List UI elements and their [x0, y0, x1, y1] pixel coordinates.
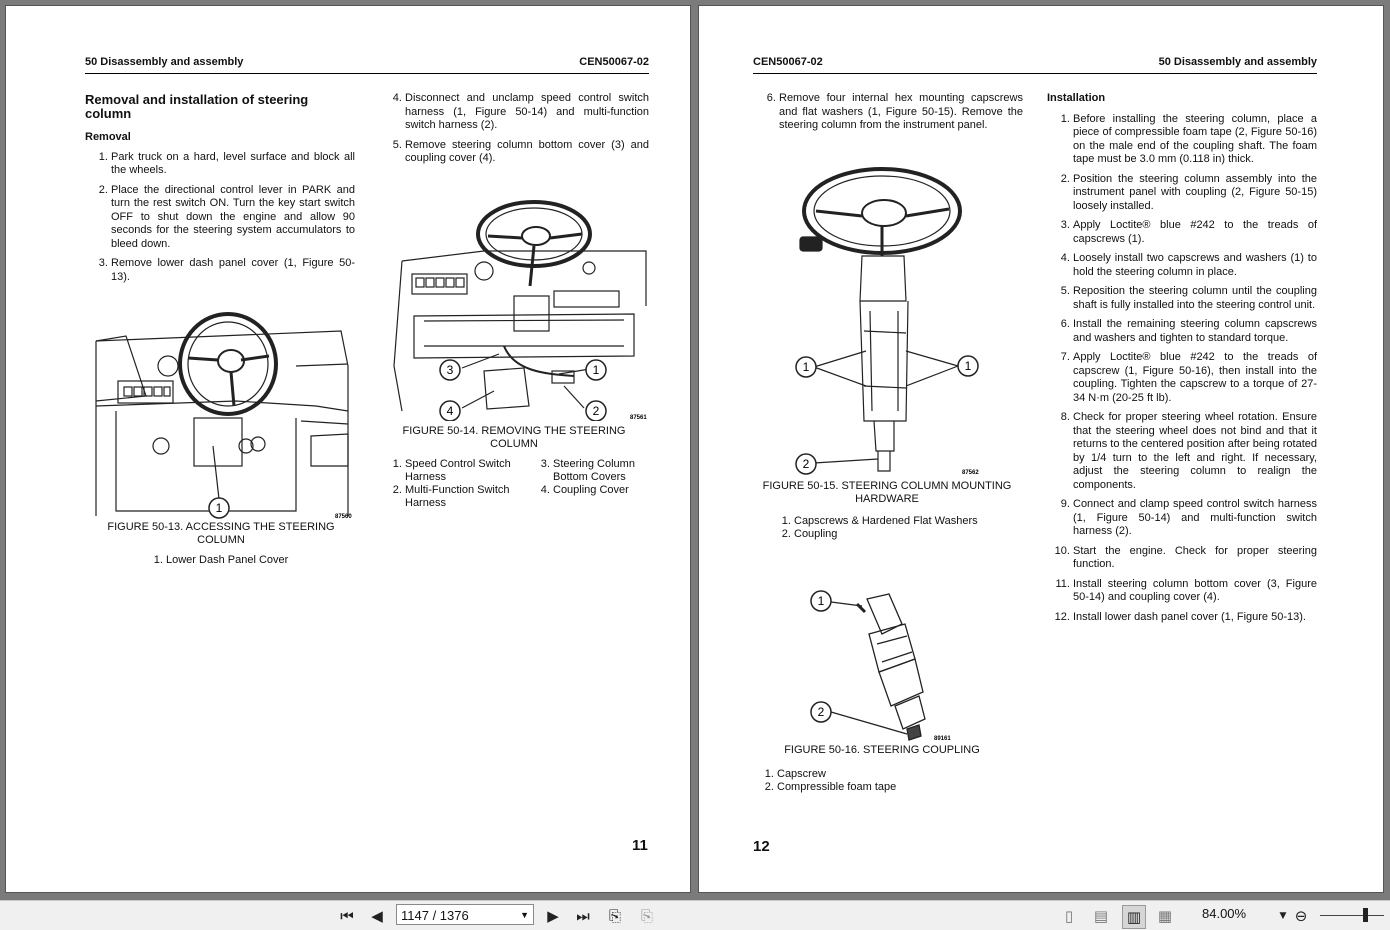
first-page-icon[interactable]: ⏮	[340, 907, 354, 925]
callout-1: 1	[216, 501, 223, 515]
prev-page-icon[interactable]: ◀	[371, 907, 383, 925]
legend-item: Capscrews & Hardened Flat Washers	[794, 515, 1014, 528]
removal-step-4: Disconnect and unclamp speed control swi…	[405, 92, 649, 133]
install-step-5: Reposition the steering column until the…	[1073, 285, 1317, 312]
install-step-9: Connect and clamp speed control switch h…	[1073, 498, 1317, 539]
header-rule	[85, 73, 649, 74]
callout-2: 2	[593, 404, 600, 418]
zoom-slider-thumb[interactable]	[1363, 908, 1368, 922]
figure-50-16-illustration: 1 2 89161	[810, 590, 951, 742]
install-step-3: Apply Loctite® blue #242 to the treads o…	[1073, 219, 1317, 246]
figure-50-14-caption: FIGURE 50-14. REMOVING THE STEERING COLU…	[402, 425, 626, 450]
install-step-12: Install lower dash panel cover (1, Figur…	[1073, 611, 1317, 625]
callout-1-left: 1	[803, 360, 810, 374]
two-page-continuous-icon[interactable]: ▦	[1157, 907, 1173, 925]
figure-code: 87562	[962, 470, 979, 476]
callout-2: 2	[803, 457, 810, 471]
callout-1: 1	[818, 594, 825, 608]
legend-item: Multi-Function Switch Harness	[405, 484, 525, 510]
figure-50-13-caption: FIGURE 50-13. ACCESSING THE STEERING COL…	[107, 521, 335, 546]
legend-item: Speed Control Switch Harness	[405, 458, 525, 484]
callout-1: 1	[593, 363, 600, 377]
install-step-8: Check for proper steering wheel rotation…	[1073, 411, 1317, 492]
figure-50-14-legend-right: Steering Column Bottom Covers Coupling C…	[533, 458, 643, 497]
zoom-level[interactable]: 84.00%	[1202, 906, 1247, 921]
callout-circle	[208, 497, 230, 519]
left-column: Removal and installation of steering col…	[85, 93, 355, 290]
section-title: Removal and installation of steering col…	[85, 92, 309, 121]
install-step-10: Start the engine. Check for proper steer…	[1073, 545, 1317, 572]
continuous-icon[interactable]: ▤	[1093, 907, 1109, 925]
figure-50-16-legend: Capscrew Compressible foam tape	[757, 768, 997, 794]
callout-1-right: 1	[965, 359, 972, 373]
legend-item: Compressible foam tape	[777, 781, 997, 794]
removal-step-2: Place the directional control lever in P…	[111, 184, 355, 252]
page-number: 12	[753, 838, 770, 855]
removal-step-3: Remove lower dash panel cover (1, Figure…	[111, 257, 355, 284]
single-page-icon[interactable]: ▯	[1064, 907, 1074, 925]
page-number: 11	[632, 837, 648, 854]
figure-50-13-illustration: 1 87560	[95, 312, 352, 520]
left-column: Remove four internal hex mounting capscr…	[753, 92, 1023, 139]
installation-column: Installation Before installing the steer…	[1047, 92, 1317, 630]
install-step-6: Install the remaining steering column ca…	[1073, 318, 1317, 345]
last-page-icon[interactable]: ⏭	[576, 907, 590, 925]
header-rule	[753, 73, 1317, 74]
callout-2: 2	[818, 705, 825, 719]
figure-code: 87561	[630, 415, 647, 421]
legend-item: Coupling	[794, 528, 1014, 541]
figure-50-15-legend: Capscrews & Hardened Flat Washers Coupli…	[774, 515, 1014, 541]
page-header-left: 50 Disassembly and assembly	[85, 56, 244, 68]
callout-4: 4	[447, 404, 454, 418]
next-page-icon[interactable]: ▶	[547, 907, 559, 925]
prev-view-icon[interactable]: ⎘	[608, 907, 621, 925]
figure-code: 89161	[934, 736, 951, 742]
two-page-icon[interactable]: ▥	[1122, 905, 1146, 929]
legend-item: Coupling Cover	[553, 484, 643, 497]
viewer-toolbar: ⏮ ◀ 1147 / 1376 ▼ ▶ ⏭ ⎘ ⎘ ▯ ▤ ▥ ▦ 84.00%…	[0, 900, 1390, 930]
next-view-icon[interactable]: ⎘	[640, 907, 653, 925]
right-column: Disconnect and unclamp speed control swi…	[379, 92, 649, 172]
page-number-input[interactable]: 1147 / 1376 ▼	[396, 904, 534, 925]
figure-50-15-illustration: 1 1 2 87562	[795, 167, 979, 476]
install-step-2: Position the steering column assembly in…	[1073, 173, 1317, 214]
page-header-left: CEN50067-02	[753, 56, 823, 68]
legend-item: Capscrew	[777, 768, 997, 781]
legend-item: Lower Dash Panel Cover	[166, 554, 346, 567]
page-header-right: 50 Disassembly and assembly	[1158, 56, 1317, 68]
figure-code: 87560	[335, 514, 352, 520]
figure-50-14-illustration: 3 1 2 4 87561	[393, 200, 647, 421]
subsection-removal: Removal	[85, 131, 131, 143]
install-step-4: Loosely install two capscrews and washer…	[1073, 252, 1317, 279]
removal-step-1: Park truck on a hard, level surface and …	[111, 151, 355, 178]
callout-3: 3	[447, 363, 454, 377]
figure-50-13-legend: Lower Dash Panel Cover	[146, 554, 346, 567]
install-step-1: Before installing the steering column, p…	[1073, 113, 1317, 167]
figure-50-16-caption: FIGURE 50-16. STEERING COUPLING	[784, 744, 980, 756]
left-page: 50 Disassembly and assembly CEN50067-02 …	[6, 6, 690, 892]
subsection-installation: Installation	[1047, 92, 1106, 104]
right-page: CEN50067-02 50 Disassembly and assembly …	[699, 6, 1383, 892]
install-step-11: Install steering column bottom cover (3,…	[1073, 578, 1317, 605]
removal-step-5: Remove steering column bottom cover (3) …	[405, 139, 649, 166]
zoom-dropdown-icon[interactable]: ▼	[1279, 911, 1287, 921]
page-indicator: 1147 / 1376	[401, 908, 469, 923]
removal-step-6: Remove four internal hex mounting capscr…	[779, 92, 1023, 133]
figure-50-14-legend-left: Speed Control Switch Harness Multi-Funct…	[385, 458, 525, 510]
page-header-right: CEN50067-02	[579, 56, 649, 68]
figure-50-15-caption: FIGURE 50-15. STEERING COLUMN MOUNTING H…	[762, 480, 1012, 505]
install-step-7: Apply Loctite® blue #242 to the treads o…	[1073, 351, 1317, 405]
zoom-out-icon[interactable]: ⊖	[1294, 907, 1308, 925]
zoom-slider[interactable]	[1320, 915, 1384, 916]
legend-item: Steering Column Bottom Covers	[553, 458, 643, 484]
chevron-down-icon[interactable]: ▼	[520, 910, 529, 920]
